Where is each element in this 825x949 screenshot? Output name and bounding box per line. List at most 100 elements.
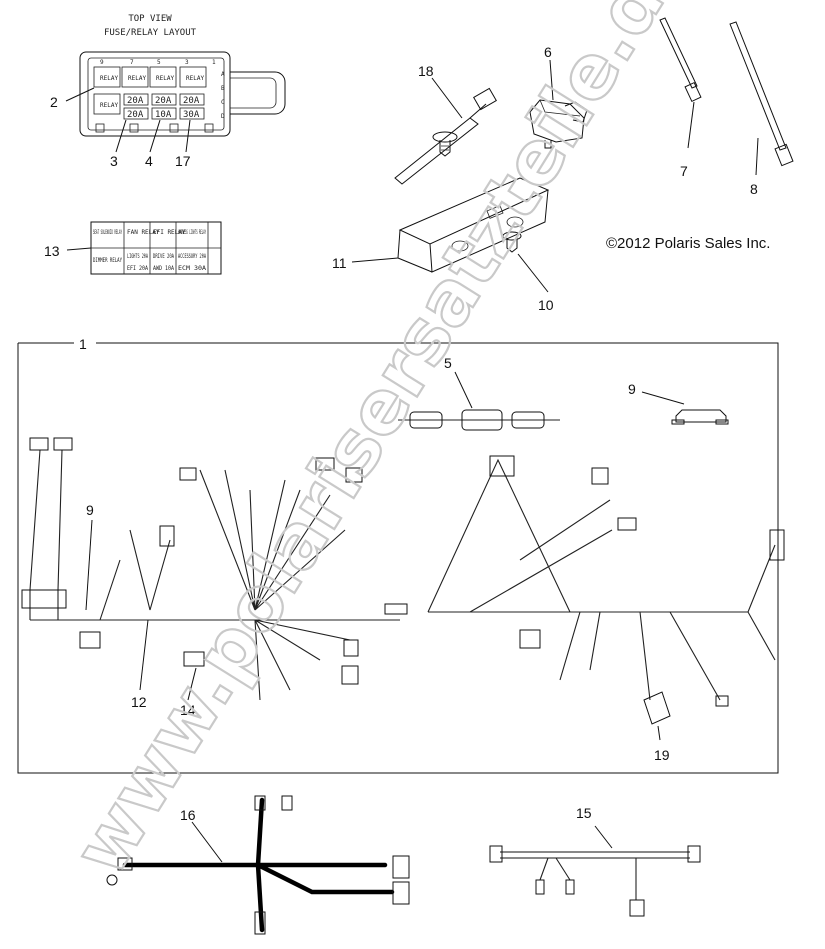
tie-7-strap [659,17,698,89]
harness-16-ring-terminal [106,874,118,886]
callout-3: 3 [110,153,118,169]
relay-label-4: RELAY [186,75,204,82]
left-top-tag-2 [53,437,73,451]
cable-tie-8 [729,21,794,176]
harness-part-15 [489,825,701,917]
callout-17: 17 [175,153,191,169]
decal-cell-9: EFI 20A [127,265,148,272]
right-tag-2 [591,467,609,485]
callout-6: 6 [544,44,552,60]
right-tag-3 [617,517,637,531]
front-harness-left [21,437,408,701]
fuse-slot-5 [151,107,177,120]
fuse-slot-6 [179,107,205,120]
decal-cell-7: DRIVE 20A [153,253,174,260]
leader-15 [594,825,613,849]
left-tag-2 [315,457,335,471]
callout-14: 14 [180,702,196,718]
tie-clip-ridges [441,145,449,151]
fuse-col-3: 3 [185,59,189,66]
leader-13 [66,247,92,251]
main-harness-frame [17,342,779,774]
callout-4: 4 [145,153,153,169]
fuse-box-mount-tab [230,71,286,115]
bracket-hole-2 [506,216,524,228]
tie-clip-dish [432,131,458,143]
right-tag-5 [519,629,541,649]
left-riser-branches [29,449,63,620]
ground-block-body [675,409,727,423]
connector-edge [539,99,581,117]
cable-tie-with-clip [394,77,497,185]
leader-8 [755,137,759,176]
ground-block-part-9 [641,391,729,425]
fuse-box-inner [87,57,225,131]
fuse-col-9: 9 [100,59,104,66]
right-tag-6 [715,695,729,707]
fuse-box-latch-4 [204,123,214,133]
rear-harness-right [427,455,785,741]
callout-18: 18 [418,63,434,79]
left-tag-7 [79,631,101,649]
decal-cell-11: ECM 30A [178,265,206,272]
decal-cell-6: LIGHTS 20A [127,253,148,260]
callout-12: 12 [131,694,147,710]
left-tag-4 [159,525,175,547]
bracket-front-face [429,189,549,273]
tie-clip-stud [439,140,451,157]
harness-15-plug-right [687,845,701,863]
callout-9-left: 9 [86,502,94,518]
leader-9-left [85,519,93,611]
leader-2 [65,87,95,102]
fuse-slot-4 [123,107,149,120]
callout-5: 5 [444,355,452,371]
connector-latch [564,101,588,123]
right-lower-branches [559,611,721,701]
harness-15-terminal-1 [535,879,545,895]
fuse-slot-3 [179,93,205,106]
callout-1: 1 [79,336,87,352]
left-tag-5 [343,639,359,657]
relay-1 [93,66,121,88]
fuse-label-decal: SEAT SOLENOID RELAY FAN RELAY EFI RELAY … [66,221,222,275]
fuse-row-c: C [221,99,225,106]
fuse-link-holder-1 [409,411,443,429]
relay-label-2: RELAY [128,75,146,82]
leader-14 [187,667,197,701]
bracket-part-11 [351,177,550,273]
relay-5 [93,93,121,115]
leader-11 [351,257,399,263]
callout-19: 19 [654,747,670,763]
fuse-box-latch-2 [129,123,139,133]
harness-15-plug-left [489,845,503,863]
harness-15-terminal-2 [565,879,575,895]
fuse-row-b: B [221,85,225,92]
callout-2: 2 [50,94,58,110]
relay-4 [179,66,207,88]
decal-cell-10: AWD 10A [153,265,174,272]
left-top-tag-1 [29,437,49,451]
harness-15-terminal-3 [629,899,645,917]
fuse-box-title-line2: FUSE/RELAY LAYOUT [104,28,197,38]
cable-tie-7 [659,17,702,149]
fuse-col-7: 7 [130,59,134,66]
fuse-value-1: 20A [127,96,144,106]
decal-cell-1: SEAT SOLENOID RELAY [93,229,122,236]
harness-16-wires [122,797,395,933]
fuse-slot-1 [123,93,149,106]
callout-16: 16 [180,807,196,823]
fuse-value-5: 10A [155,110,172,120]
right-tag-4 [769,529,785,561]
fuse-box-mount-tab-inner [230,77,277,109]
callout-10: 10 [538,297,554,313]
fuse-slot-2 [151,93,177,106]
harness-16-top-plug-2 [281,795,293,811]
harness-part-16 [106,795,410,935]
leader-16 [191,821,223,863]
fuse-value-6: 30A [183,110,200,120]
leader-3 [115,119,127,153]
leader-9-top [641,391,685,405]
bracket-slot [486,205,504,219]
